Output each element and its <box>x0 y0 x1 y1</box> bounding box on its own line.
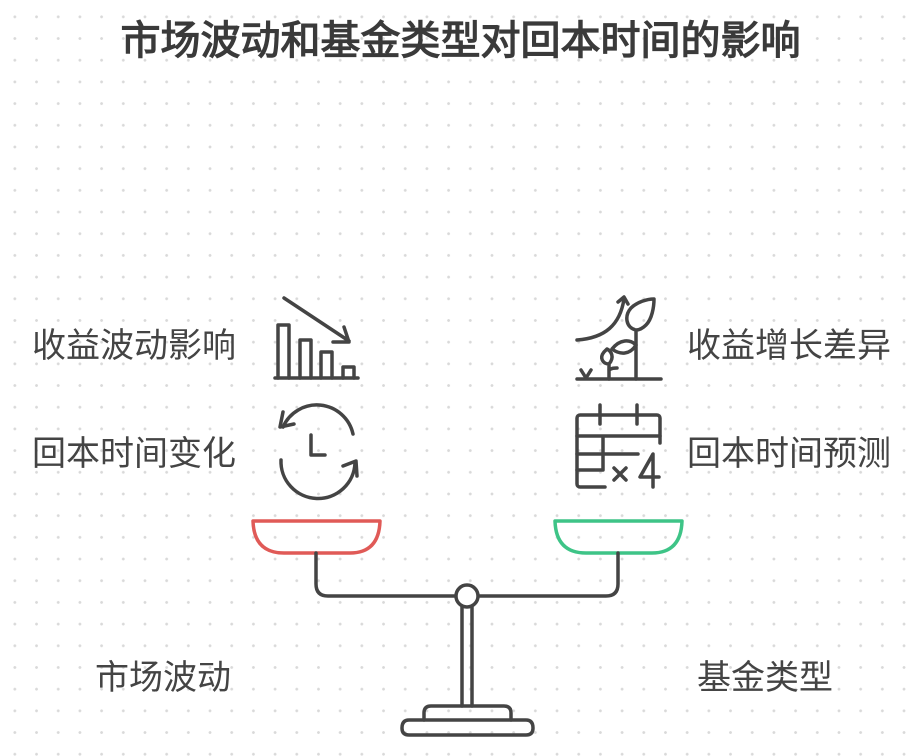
left-item-label: 收益波动影响 <box>32 326 236 366</box>
base-upper <box>422 704 513 722</box>
balance-scale <box>251 519 684 737</box>
right-item-label: 收益增长差异 <box>687 326 891 366</box>
page-title: 市场波动和基金类型对回本时间的影响 <box>120 18 801 64</box>
pivot <box>454 583 480 609</box>
left-category-label: 市场波动 <box>95 658 231 698</box>
left-pan <box>251 519 382 555</box>
right-category-label: 基金类型 <box>697 658 833 698</box>
base-lower <box>400 718 535 737</box>
growing-plant-icon <box>575 295 663 381</box>
right-item-label: 回本时间预测 <box>687 434 891 474</box>
declining-bar-chart-icon <box>273 296 360 380</box>
right-pan <box>553 519 684 555</box>
calendar-multiply-icon <box>575 403 662 489</box>
stem <box>460 605 474 708</box>
clock-cycle-icon <box>278 403 359 501</box>
left-item-label: 回本时间变化 <box>32 434 236 474</box>
